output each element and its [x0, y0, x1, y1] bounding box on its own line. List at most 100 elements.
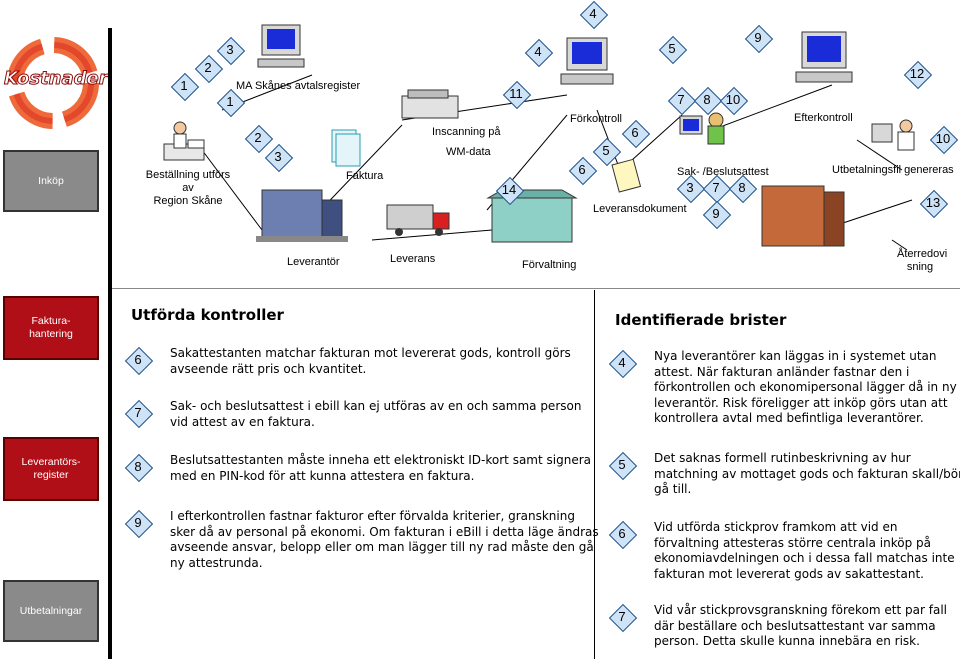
- flow-marker: 4: [524, 38, 554, 68]
- scanner-icon: [401, 89, 459, 119]
- computer-icon: [795, 31, 853, 83]
- label-attest: Sak- /Beslutsattest: [677, 166, 769, 178]
- label-forkontroll: Förkontroll: [570, 113, 622, 125]
- label-wmdata: WM-data: [446, 146, 491, 158]
- label-inscanning: Inscanning på: [432, 126, 501, 138]
- flow-marker-number: 13: [925, 195, 941, 210]
- flow-marker-number: 3: [686, 180, 694, 195]
- flow-marker-number: 11: [509, 86, 523, 101]
- logo: [0, 30, 106, 136]
- item-number: 9: [134, 515, 142, 530]
- flow-marker: 1: [216, 88, 246, 118]
- left-heading: Utförda kontroller: [131, 306, 284, 324]
- sidebar-item-leverantorsregister[interactable]: Leverantörs- register: [3, 437, 99, 501]
- flow-marker-number: 4: [589, 6, 597, 21]
- item-number: 6: [618, 526, 626, 541]
- flow-marker: 5: [658, 35, 688, 65]
- sidebar-item-fakturahantering[interactable]: Faktura- hantering: [3, 296, 99, 360]
- item-text: Sakattestanten matchar fakturan mot leve…: [170, 346, 571, 376]
- operator-icon: [871, 119, 915, 151]
- label-efterkontroll: Efterkontroll: [794, 112, 853, 124]
- item-text: Vid vår stickprovsgranskning förekom ett…: [654, 603, 947, 648]
- flow-marker: 11: [502, 80, 532, 110]
- item-text: Vid utförda stickprov framkom att vid en…: [654, 520, 955, 581]
- divider-left: [108, 28, 112, 659]
- flow-marker-number: 7: [712, 180, 720, 195]
- item-text: Beslutsattestanten måste inneha ett elek…: [170, 453, 591, 483]
- divider-horizontal: [112, 288, 960, 289]
- office-building-icon: [761, 185, 845, 247]
- flow-marker: 10: [929, 125, 959, 155]
- divider-center: [594, 290, 595, 659]
- flow-marker: 10: [719, 86, 749, 116]
- flow-marker-number: 4: [534, 44, 542, 59]
- flow-diagram: [163, 24, 915, 251]
- flow-marker-number: 3: [274, 149, 282, 164]
- flow-marker-number: 6: [631, 125, 639, 140]
- item-number: 4: [618, 355, 626, 370]
- label-faktura: Faktura: [346, 170, 384, 182]
- invoice-icon: [331, 129, 361, 167]
- item-number: 6: [134, 352, 142, 367]
- flow-marker: 2: [194, 54, 224, 84]
- label-bestallning: Beställning utförs av Region Skåne: [145, 169, 231, 207]
- flow-marker: 3: [676, 174, 706, 204]
- document-icon: [611, 158, 642, 193]
- flow-marker-number: 2: [204, 60, 212, 75]
- cycle-arrows-icon: [7, 37, 99, 129]
- flow-marker: 7: [667, 86, 697, 116]
- flow-marker-number: 1: [180, 78, 188, 93]
- sidebar-item-label: Leverantörs- register: [21, 456, 81, 481]
- flow-marker: 4: [579, 0, 609, 30]
- flow-marker-number: 8: [703, 92, 711, 107]
- flow-marker: 9: [744, 24, 774, 54]
- item-text: Det saknas formell rutinbeskrivning av h…: [654, 451, 960, 496]
- flow-marker-number: 5: [668, 41, 676, 56]
- delivery-truck-icon: [386, 204, 450, 236]
- item-text: Nya leverantörer kan läggas in i systeme…: [654, 349, 957, 425]
- flow-marker-number: 6: [578, 162, 586, 177]
- flow-marker-number: 5: [602, 143, 610, 158]
- flow-marker: 13: [919, 189, 949, 219]
- sidebar-item-utbetalningar[interactable]: Utbetalningar: [3, 580, 99, 642]
- label-utbetalningsfil: Utbetalningsfil genereras: [832, 164, 954, 176]
- flow-marker: 9: [702, 200, 732, 230]
- flow-marker: 3: [216, 36, 246, 66]
- attesting-person-icon: [679, 112, 725, 145]
- label-leveransdokument: Leveransdokument: [593, 203, 687, 215]
- sidebar-item-label: Utbetalningar: [19, 604, 83, 617]
- label-leverans: Leverans: [390, 253, 436, 265]
- flow-marker-number: 7: [677, 92, 685, 107]
- item-text: Sak- och beslutsattest i ebill kan ej ut…: [170, 399, 582, 429]
- sidebar-item-label: Inköp: [38, 174, 64, 187]
- label-forvaltning: Förvaltning: [522, 259, 577, 271]
- item-number: 7: [618, 609, 626, 624]
- flow-marker: 6: [568, 156, 598, 186]
- right-heading: Identifierade brister: [615, 311, 787, 329]
- administration-building-icon: [486, 189, 578, 243]
- flow-marker: 7: [702, 174, 732, 204]
- item-number: 7: [134, 405, 142, 420]
- flow-marker-number: 12: [909, 66, 925, 81]
- flow-marker-number: 9: [754, 30, 762, 45]
- label-aterredovisning: Återredovi sning: [897, 248, 948, 273]
- flow-marker: 2: [244, 124, 274, 154]
- flow-marker: 12: [903, 60, 933, 90]
- sidebar-item-inkop[interactable]: Inköp: [3, 150, 99, 212]
- flow-marker-number: 2: [254, 130, 262, 145]
- flow-marker: 5: [592, 137, 622, 167]
- flow-marker-number: 10: [725, 92, 741, 107]
- person-desk-icon: [163, 121, 205, 161]
- flow-marker: 14: [495, 176, 525, 206]
- flow-marker: 6: [621, 119, 651, 149]
- item-text: I efterkontrollen fastnar fakturor efter…: [170, 509, 599, 570]
- flow-marker-number: 9: [712, 206, 720, 221]
- item-number: 5: [618, 457, 626, 472]
- flow-marker: 8: [693, 86, 723, 116]
- flow-marker-number: 14: [501, 182, 517, 197]
- flow-marker: 1: [170, 72, 200, 102]
- label-leverantor: Leverantör: [287, 256, 340, 268]
- label-avtalsregister: MA Skånes avtalsregister: [236, 80, 361, 92]
- flow-marker-number: 3: [226, 42, 234, 57]
- logo-text: Kostnader: [4, 68, 109, 89]
